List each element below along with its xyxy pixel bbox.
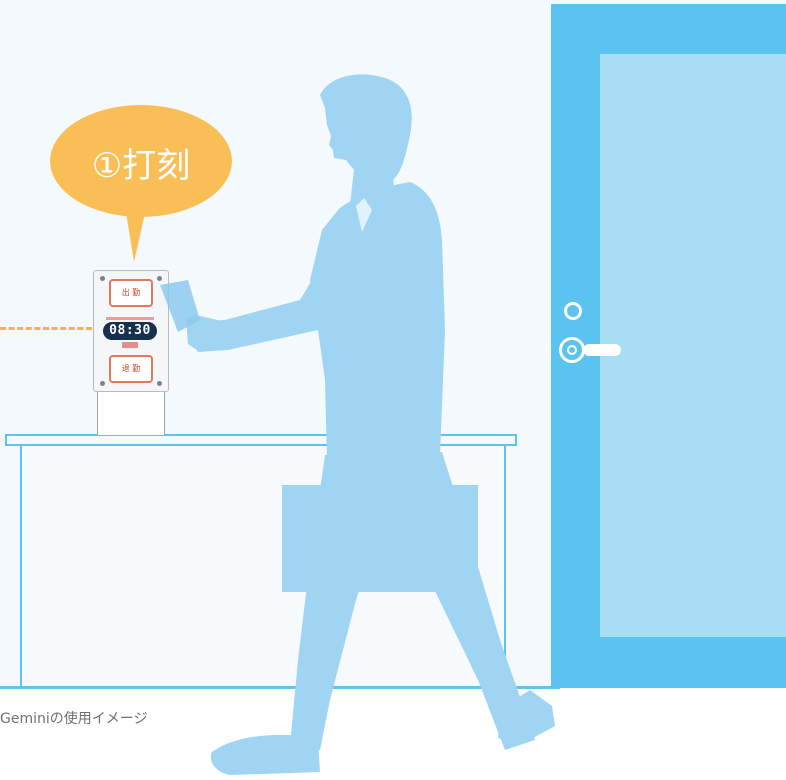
callout-bubble <box>50 105 232 217</box>
connection-dashed-line <box>0 327 92 330</box>
screw-icon <box>100 276 105 281</box>
clock-display: 08:30 <box>103 322 157 340</box>
briefcase-icon <box>282 485 478 592</box>
clock-out-reader: 退 勤 <box>109 355 153 383</box>
screw-icon <box>157 381 162 386</box>
brand-strip <box>106 317 154 320</box>
floor-line <box>0 686 560 689</box>
screw-icon <box>157 276 162 281</box>
screw-icon <box>100 381 105 386</box>
door-knob-inner <box>567 345 577 355</box>
callout-tail <box>124 200 148 262</box>
id-card-icon <box>160 280 200 332</box>
clock-in-reader: 出 勤 <box>109 279 153 307</box>
callout-text: ①打刻 <box>91 146 191 186</box>
door-lock-icon <box>564 302 582 320</box>
door-panel <box>600 54 786 637</box>
clock-in-label: 出 勤 <box>121 288 141 297</box>
back-shoe-shape <box>210 734 320 775</box>
hand-shape <box>186 315 228 352</box>
head-shape <box>320 74 412 183</box>
shirt-collar-shape <box>356 198 372 232</box>
time-clock-device: 出 勤 08:30 退 勤 <box>93 270 169 392</box>
brand-logo-icon <box>122 342 138 348</box>
torso-shape <box>310 182 445 460</box>
front-shoe-shape <box>498 690 555 745</box>
clock-out-label: 退 勤 <box>121 364 141 373</box>
door-handle-icon <box>583 344 621 356</box>
caption: Geminiの使用イメージ <box>0 711 148 727</box>
